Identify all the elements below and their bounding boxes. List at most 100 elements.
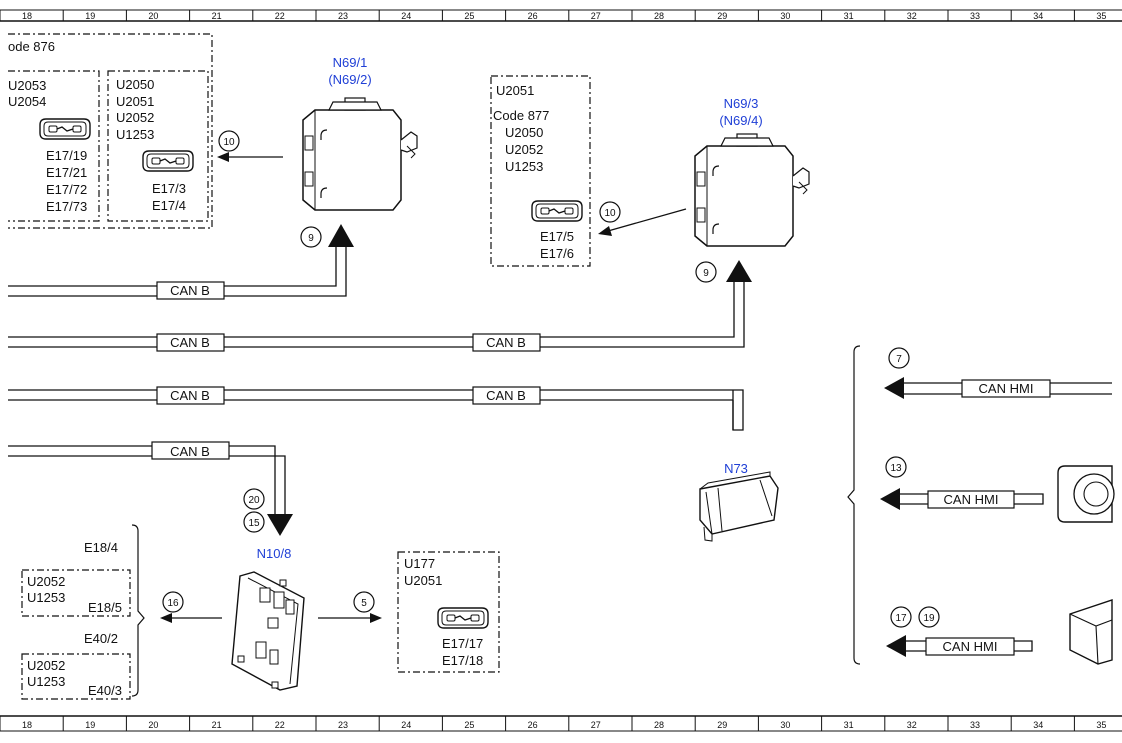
callout-15: 15	[243, 511, 265, 533]
code-877-u1253: U1253	[505, 159, 543, 174]
ruler-column-label: 34	[1033, 11, 1043, 21]
brace	[847, 345, 861, 665]
fuse-e17-6: E17/6	[540, 246, 574, 261]
ruler-column-label: 20	[148, 720, 158, 730]
svg-text:17: 17	[895, 613, 907, 624]
code-877-group: U2051 Code 877 U2050 U2052 U1253 E17/5 E…	[490, 75, 591, 267]
callout-13: 13	[885, 456, 907, 478]
callout-16: 16	[162, 591, 184, 613]
ruler-column-label: 31	[844, 11, 854, 21]
ruler-column-label: 35	[1096, 11, 1106, 21]
svg-text:19: 19	[923, 613, 935, 624]
svg-text:9: 9	[703, 268, 709, 279]
ruler-column-label: 33	[970, 11, 980, 21]
fuse-e17-73: E17/73	[46, 199, 87, 214]
ruler-column-label: 27	[591, 11, 601, 21]
can-b-bus-1: CAN B	[8, 247, 347, 300]
control-unit-n69-1: N69/1 (N69/2)	[302, 55, 418, 211]
callout-7: 7	[888, 347, 910, 369]
can-b-label: CAN B	[486, 335, 526, 350]
ruler-column-label: 33	[970, 720, 980, 730]
control-unit-icon	[694, 133, 810, 247]
arrow-icon	[267, 514, 293, 536]
svg-text:10: 10	[604, 208, 616, 219]
fuse-e40-3: E40/3	[88, 683, 122, 698]
code-u2054: U2054	[8, 94, 46, 109]
ruler-column-label: 25	[464, 11, 474, 21]
callout-10a: 10	[218, 130, 240, 152]
ruler-column-label: 22	[275, 11, 285, 21]
ruler-column-label: 22	[275, 720, 285, 730]
fuse-e17-21: E17/21	[46, 165, 87, 180]
n73-label: N73	[724, 461, 748, 476]
arrow-icon	[217, 152, 283, 162]
arrow-icon	[318, 613, 382, 623]
ruler-column-label: 31	[844, 720, 854, 730]
fuse-e17-3: E17/3	[152, 181, 186, 196]
callout-9b: 9	[695, 261, 717, 283]
ruler-column-label: 29	[717, 720, 727, 730]
control-unit-icon	[302, 97, 418, 211]
fuse-icon	[39, 118, 91, 140]
fuse-e18-5: E18/5	[88, 600, 122, 615]
arrow-icon	[160, 613, 222, 623]
can-b-label: CAN B	[486, 388, 526, 403]
arrow-icon	[726, 260, 752, 282]
box2-u1253: U1253	[27, 674, 65, 689]
socket-icon	[699, 475, 779, 535]
box1-u2052: U2052	[27, 574, 65, 589]
fuse-e17-17: E17/17	[442, 636, 483, 651]
code-877-u2052: U2052	[505, 142, 543, 157]
callout-5: 5	[353, 591, 375, 613]
svg-text:20: 20	[248, 495, 260, 506]
ruler-column-label: 30	[780, 720, 790, 730]
ruler-column-label: 18	[22, 720, 32, 730]
camera-icon	[1057, 465, 1115, 523]
can-hmi-bus-2: CAN HMI	[880, 488, 1044, 510]
brace	[131, 524, 145, 697]
svg-text:16: 16	[167, 598, 179, 609]
fuse-icon	[531, 200, 583, 222]
callout-20: 20	[243, 488, 265, 510]
code-u2051-b: U2051	[404, 573, 442, 588]
svg-text:5: 5	[361, 598, 367, 609]
fuse-box-icon	[231, 571, 305, 691]
fuse-icon	[437, 607, 489, 629]
svg-text:7: 7	[896, 354, 902, 365]
fuse-icon	[142, 150, 194, 172]
can-b-bus-2: CAN B CAN B	[8, 282, 745, 352]
code-u2053: U2053	[8, 78, 46, 93]
can-hmi-bus-1: CAN HMI	[884, 377, 1112, 399]
callout-19: 19	[918, 606, 940, 628]
svg-text:9: 9	[308, 233, 314, 244]
code-877-u2051: U2051	[496, 83, 534, 98]
svg-text:10: 10	[223, 137, 235, 148]
ruler-top	[0, 9, 1122, 22]
code-u2050: U2050	[116, 77, 154, 92]
control-unit-n69-3: N69/3 (N69/4)	[694, 96, 810, 247]
box2-u2052: U2052	[27, 658, 65, 673]
code-u1253: U1253	[116, 127, 154, 142]
n10-right-group: U177 U2051 E17/17 E17/18	[397, 551, 500, 673]
fuse-e17-19: E17/19	[46, 148, 87, 163]
ruler-column-label: 18	[22, 11, 32, 21]
ruler-column-label: 32	[907, 720, 917, 730]
n69-4-label: (N69/4)	[719, 113, 762, 128]
ruler-column-label: 25	[464, 720, 474, 730]
ruler-column-label: 34	[1033, 720, 1043, 730]
n69-2-label: (N69/2)	[328, 72, 371, 87]
arrow-icon	[328, 224, 354, 247]
ruler-column-label: 24	[401, 720, 411, 730]
can-hmi-bus-3: CAN HMI	[886, 635, 1033, 657]
can-b-label: CAN B	[170, 283, 210, 298]
n10-8-label: N10/8	[257, 546, 292, 561]
code-876-title: ode 876	[8, 39, 55, 54]
code-877-u2050: U2050	[505, 125, 543, 140]
ruler-column-label: 21	[212, 11, 222, 21]
ruler-column-label: 21	[212, 720, 222, 730]
fuse-e17-4: E17/4	[152, 198, 186, 213]
n69-1-label: N69/1	[333, 55, 368, 70]
can-hmi-label: CAN HMI	[979, 381, 1034, 396]
ruler-column-label: 23	[338, 720, 348, 730]
arrow-icon	[598, 208, 687, 236]
